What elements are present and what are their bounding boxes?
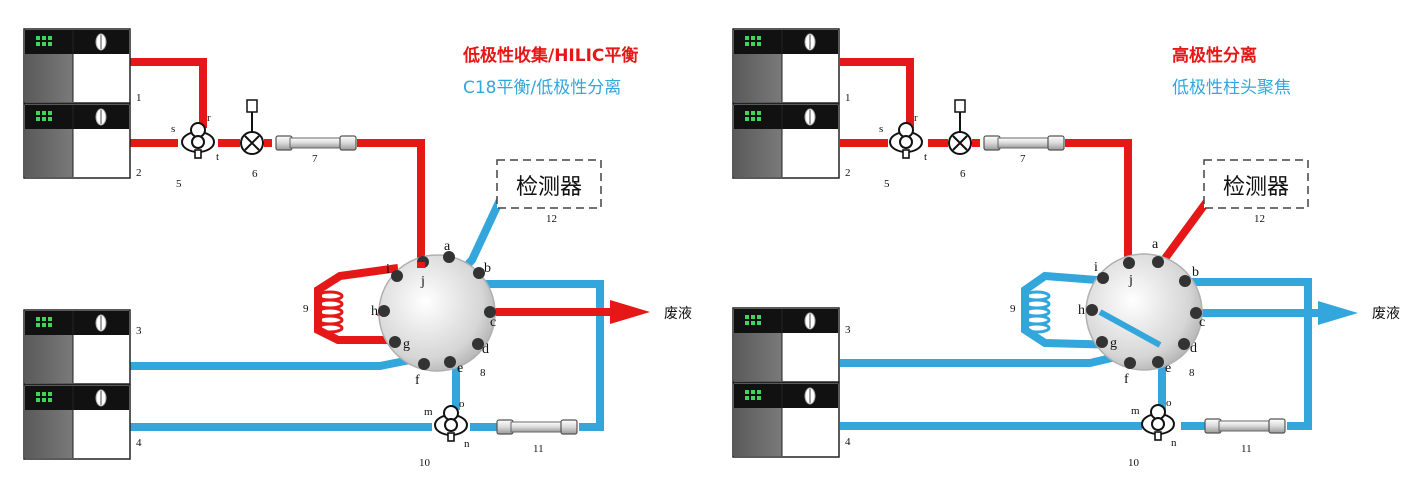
valve-port-f: f xyxy=(1124,372,1129,387)
label-9: 9 xyxy=(303,303,309,315)
port-t: t xyxy=(216,151,219,163)
valve-port-c: c xyxy=(1199,315,1205,330)
injector-6 xyxy=(240,99,264,155)
label-5: 5 xyxy=(884,178,890,190)
injector-6 xyxy=(948,99,972,155)
waste-label: 废液 xyxy=(1372,306,1400,322)
label-12: 12 xyxy=(1254,213,1265,225)
valve-port-j: j xyxy=(420,274,425,289)
label-1: 1 xyxy=(136,92,142,104)
mixing-valve-5 xyxy=(889,122,923,159)
port-m: m xyxy=(424,406,433,418)
port-s: s xyxy=(879,123,883,135)
label-7: 7 xyxy=(1020,153,1026,165)
label-2: 2 xyxy=(136,167,142,179)
label-4: 4 xyxy=(845,436,851,448)
valve-port-j: j xyxy=(1128,273,1133,288)
label-2: 2 xyxy=(845,167,851,179)
valve-port-a: a xyxy=(1152,237,1159,252)
legend-red-text: 低极性收集/HILIC平衡 xyxy=(462,45,638,66)
pump-4 xyxy=(732,382,840,458)
valve-port-d: d xyxy=(482,342,489,357)
label-6: 6 xyxy=(252,168,258,180)
label-8: 8 xyxy=(480,367,486,379)
mixing-valve-5 xyxy=(181,122,215,159)
valve-port-b: b xyxy=(484,261,491,276)
valve-port-f: f xyxy=(415,373,420,388)
pump-2 xyxy=(23,103,131,179)
port-n: n xyxy=(464,438,470,450)
port-m: m xyxy=(1131,405,1140,417)
valve-port-i: i xyxy=(1094,260,1098,275)
label-1: 1 xyxy=(845,92,851,104)
pump-3 xyxy=(23,309,131,385)
label-8: 8 xyxy=(1189,367,1195,379)
label-5: 5 xyxy=(176,178,182,190)
valve-port-h: h xyxy=(1078,303,1085,318)
valve-port-i: i xyxy=(386,262,390,277)
port-o: o xyxy=(1166,397,1172,409)
valve-port-d: d xyxy=(1190,341,1197,356)
legend-blue-text: 低极性柱头聚焦 xyxy=(1172,78,1291,98)
waste-arrow xyxy=(1318,301,1358,325)
valve-port-e: e xyxy=(1165,361,1171,376)
waste-label: 废液 xyxy=(664,306,692,322)
port-r: r xyxy=(207,112,211,124)
label-7: 7 xyxy=(312,153,318,165)
column-7 xyxy=(983,135,1065,151)
switch-valve-10 xyxy=(434,405,468,442)
valve-port-c: c xyxy=(490,315,496,330)
loop-coil-9 xyxy=(1023,290,1051,334)
valve-port-e: e xyxy=(457,361,463,376)
label-12: 12 xyxy=(546,213,557,225)
port-t: t xyxy=(924,151,927,163)
detector-label: 检测器 xyxy=(516,175,582,200)
detector-12 xyxy=(1203,159,1309,209)
label-3: 3 xyxy=(136,325,142,337)
valve-port-g: g xyxy=(403,337,410,352)
valve-port-a: a xyxy=(444,239,451,254)
label-11: 11 xyxy=(533,443,544,455)
panel-2: 高极性分离 低极性柱头聚焦 检测器 废液 1 2 3 4 5 6 7 8 9 1… xyxy=(732,28,1400,469)
blue-flow-lines xyxy=(840,270,1318,430)
port-r: r xyxy=(914,112,918,124)
port-s: s xyxy=(171,123,175,135)
pump-1 xyxy=(23,28,131,104)
legend-blue-text: C18平衡/低极性分离 xyxy=(463,78,621,98)
detector-label: 检测器 xyxy=(1223,175,1289,200)
pump-4 xyxy=(23,384,131,460)
pump-2 xyxy=(732,103,840,179)
detector-12 xyxy=(496,159,602,209)
label-10: 10 xyxy=(1128,457,1140,469)
legend-red-text: 高极性分离 xyxy=(1172,45,1257,66)
valve-port-g: g xyxy=(1110,336,1117,351)
panel-1: 低极性收集/HILIC平衡 C18平衡/低极性分离 检测器 废液 1 2 3 4… xyxy=(23,28,692,469)
label-6: 6 xyxy=(960,168,966,180)
ten-port-valve-8 xyxy=(378,251,496,372)
ten-port-valve-8 xyxy=(1085,253,1203,371)
column-11 xyxy=(496,419,578,435)
label-9: 9 xyxy=(1010,303,1016,315)
port-o: o xyxy=(459,398,465,410)
label-3: 3 xyxy=(845,324,851,336)
label-11: 11 xyxy=(1241,443,1252,455)
switch-valve-10 xyxy=(1141,404,1175,441)
column-7 xyxy=(275,135,357,151)
loop-coil-9 xyxy=(316,290,344,334)
label-10: 10 xyxy=(419,457,431,469)
waste-arrow xyxy=(610,300,650,324)
column-11 xyxy=(1204,418,1286,434)
valve-port-h: h xyxy=(371,304,378,319)
pump-3 xyxy=(732,307,840,383)
pump-1 xyxy=(732,28,840,104)
label-4: 4 xyxy=(136,437,142,449)
valve-port-b: b xyxy=(1192,265,1199,280)
port-n: n xyxy=(1171,437,1177,449)
